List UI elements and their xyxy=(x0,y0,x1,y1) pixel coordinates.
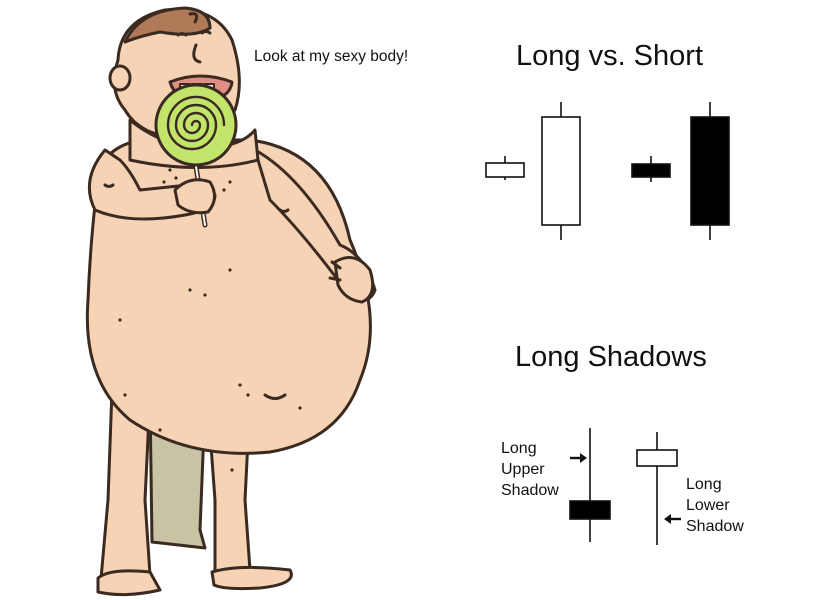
body-hair xyxy=(118,168,302,472)
long-upper-shadow-label: Long Upper Shadow xyxy=(501,440,559,499)
long-lower-shadow-candle xyxy=(636,432,678,545)
speech-bubble-text: Look at my sexy body! xyxy=(254,48,409,65)
candlestick-diagrams xyxy=(485,102,730,545)
navel xyxy=(263,393,287,400)
arrow-right-icon xyxy=(570,453,587,463)
short-bearish-candle xyxy=(631,156,671,182)
long-lower-shadow-label: Long Lower Shadow xyxy=(686,476,744,535)
hair xyxy=(123,6,212,44)
right-foot xyxy=(210,565,293,591)
long-bullish-candle xyxy=(541,102,581,240)
short-bullish-candle xyxy=(485,156,525,180)
section-title-long-shadows: Long Shadows xyxy=(515,341,707,373)
left-foot xyxy=(96,569,162,597)
fat-man-cartoon xyxy=(85,6,377,597)
ear xyxy=(108,64,132,92)
arrow-left-icon xyxy=(664,514,681,524)
section-title-long-vs-short: Long vs. Short xyxy=(516,40,703,72)
left-hand xyxy=(173,178,216,215)
long-bearish-candle xyxy=(690,102,730,240)
right-hand xyxy=(333,256,375,304)
lollipop-icon xyxy=(154,83,238,167)
long-upper-shadow-candle xyxy=(569,428,611,542)
